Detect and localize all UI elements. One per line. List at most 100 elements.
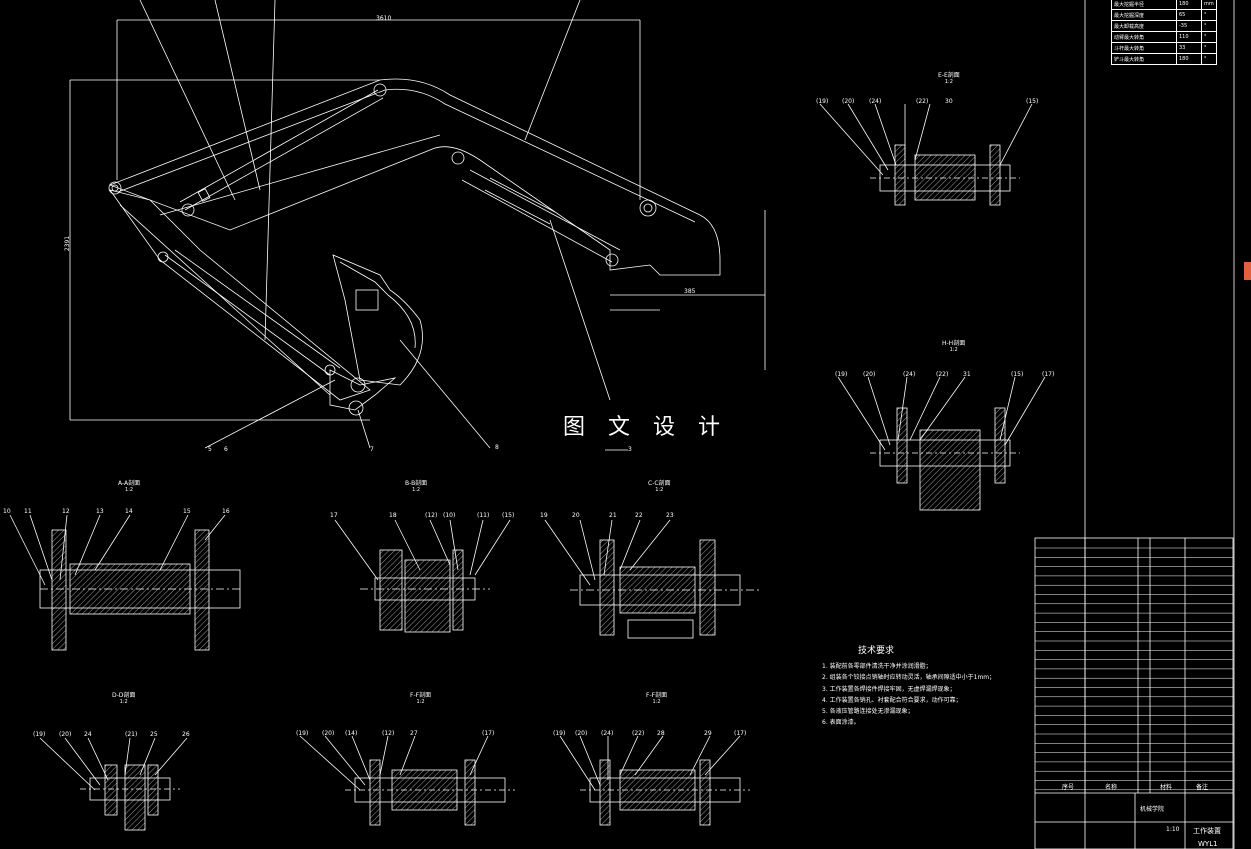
part-label: 22 bbox=[635, 512, 643, 519]
boom-web-line bbox=[159, 134, 441, 216]
pin bbox=[373, 83, 387, 97]
requirement-item: 1. 装配前各零部件清洗干净并涂润滑脂； bbox=[822, 663, 932, 671]
parts-list-frame bbox=[1034, 537, 1234, 849]
part-label: 20 bbox=[572, 512, 580, 519]
part-label: (24) bbox=[601, 730, 614, 737]
parameter-name: 斗杆最大转角 bbox=[1111, 42, 1177, 54]
stick-outline bbox=[109, 189, 371, 401]
part-label: (20) bbox=[863, 371, 876, 378]
callout-8: 8 bbox=[495, 444, 499, 451]
part-label: 10 bbox=[3, 508, 11, 515]
part-label: (24) bbox=[869, 98, 882, 105]
part-label: 24 bbox=[84, 731, 92, 738]
stick-cylinder-rod bbox=[484, 177, 556, 225]
part-label: 23 bbox=[666, 512, 674, 519]
part-label: (19) bbox=[553, 730, 566, 737]
requirement-item: 4. 工作装置各销孔、衬套配合符合要求，动作可靠； bbox=[822, 696, 962, 704]
pin bbox=[639, 199, 657, 217]
part-label: 18 bbox=[389, 512, 397, 519]
header-seq: 序号 bbox=[1062, 784, 1075, 791]
part-label: (20) bbox=[575, 730, 588, 737]
section-h-drawing bbox=[837, 376, 1046, 511]
part-label: 17 bbox=[330, 512, 338, 519]
bucket-outline bbox=[332, 254, 423, 386]
title-block-scale: 1:10 bbox=[1166, 826, 1180, 833]
part-label: 14 bbox=[125, 508, 133, 515]
parameter-value: 33 bbox=[1176, 42, 1202, 54]
callout-6: 6 bbox=[224, 446, 228, 453]
part-label: 26 bbox=[182, 731, 190, 738]
part-label: (17) bbox=[734, 730, 747, 737]
parameter-unit: ° bbox=[1201, 20, 1217, 32]
section-e-drawing bbox=[819, 103, 1033, 206]
part-label: (20) bbox=[322, 730, 335, 737]
part-label: 27 bbox=[410, 730, 418, 737]
boom-cylinder-mask bbox=[178, 92, 382, 208]
side-marker bbox=[1244, 262, 1251, 280]
title-block-code: WYL1 bbox=[1198, 840, 1218, 848]
boom-cylinder bbox=[179, 89, 384, 211]
parameter-name: 最大挖掘半径 bbox=[1111, 0, 1177, 10]
section-d-drawing bbox=[39, 737, 188, 831]
parameter-unit: ° bbox=[1201, 31, 1217, 43]
section-f1-drawing bbox=[299, 735, 515, 826]
leader-line bbox=[549, 219, 611, 401]
leader-line bbox=[264, 0, 276, 341]
leader-line bbox=[524, 0, 581, 141]
dimension-top: 3610 bbox=[376, 15, 392, 22]
part-label: 12 bbox=[62, 508, 70, 515]
pin bbox=[605, 253, 619, 267]
section-f2-drawing bbox=[559, 735, 750, 826]
callout-5: 5 bbox=[208, 446, 212, 453]
pin bbox=[181, 203, 195, 217]
stick-edge bbox=[119, 204, 331, 396]
technical-requirements-title: 技术要求 bbox=[858, 646, 895, 656]
part-label: (15) bbox=[1026, 98, 1039, 105]
callout-3: 3 bbox=[628, 446, 632, 453]
part-label: (19) bbox=[33, 731, 46, 738]
pin bbox=[324, 364, 336, 376]
part-label: 29 bbox=[704, 730, 712, 737]
section-c-drawing bbox=[544, 519, 760, 639]
requirement-item: 3. 工作装置各焊接件焊接牢固，无虚焊漏焊现象； bbox=[822, 685, 956, 693]
leader-line bbox=[399, 339, 491, 449]
pin bbox=[348, 400, 364, 416]
parameter-name: 最大挖掘深度 bbox=[1111, 9, 1177, 21]
leader-line bbox=[357, 409, 371, 449]
part-label: (24) bbox=[903, 371, 916, 378]
part-label: (15) bbox=[1011, 371, 1024, 378]
parameter-unit: ° bbox=[1201, 9, 1217, 21]
part-label: (19) bbox=[296, 730, 309, 737]
bucket-inner bbox=[339, 261, 416, 349]
part-label: 25 bbox=[150, 731, 158, 738]
part-label: 15 bbox=[183, 508, 191, 515]
pin-inner bbox=[643, 203, 653, 213]
leader-line bbox=[204, 379, 336, 449]
stick-cylinder bbox=[461, 169, 621, 263]
part-label: (22) bbox=[936, 371, 949, 378]
part-label: 28 bbox=[657, 730, 665, 737]
part-label: 11 bbox=[24, 508, 32, 515]
part-label: (17) bbox=[1042, 371, 1055, 378]
requirement-item: 2. 组装各个铰接点销轴时应转动灵活，轴承间隙适中小于1mm； bbox=[822, 674, 996, 682]
pin-boom-foot-inner bbox=[111, 184, 119, 192]
section-b-drawing bbox=[334, 519, 511, 633]
part-label: (12) bbox=[425, 512, 438, 519]
title-block-name: 工作装置 bbox=[1193, 827, 1221, 835]
parameter-value: 65 bbox=[1176, 9, 1202, 21]
part-label: (15) bbox=[502, 512, 515, 519]
bucket-cylinder bbox=[164, 249, 341, 376]
boom-outline bbox=[108, 78, 721, 276]
parameter-unit: ° bbox=[1201, 42, 1217, 54]
technical-requirements: 技术要求 1. 装配前各零部件清洗干净并涂润滑脂； 2. 组装各个铰接点销轴时应… bbox=[822, 646, 995, 728]
parameter-value: 180 bbox=[1176, 53, 1202, 65]
